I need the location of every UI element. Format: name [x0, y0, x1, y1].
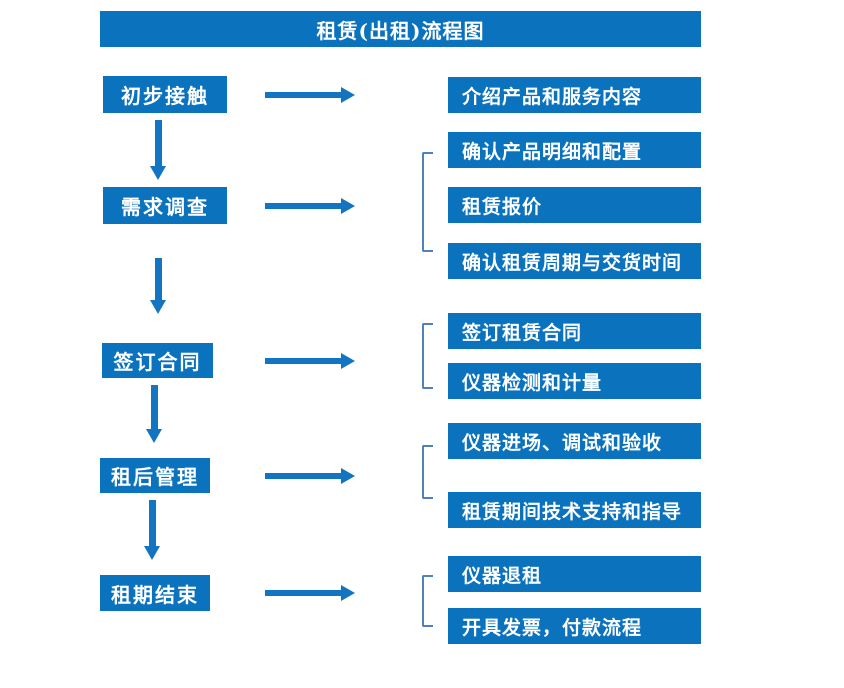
- detail-confirm-product-config: 确认产品明细和配置: [448, 132, 701, 168]
- step-demand-survey: 需求调查: [103, 187, 227, 224]
- step-sign-contract: 签订合同: [102, 343, 213, 378]
- detail-rental-quote: 租赁报价: [448, 187, 701, 223]
- arrow-down-icon: [146, 385, 162, 443]
- step-initial-contact: 初步接触: [103, 76, 227, 113]
- arrow-down-icon: [150, 120, 166, 180]
- arrow-down-icon: [144, 500, 160, 560]
- arrow-right-icon: [265, 353, 355, 369]
- detail-introduce-products: 介绍产品和服务内容: [448, 77, 701, 113]
- detail-instrument-testing: 仪器检测和计量: [448, 363, 701, 399]
- arrow-right-icon: [265, 468, 355, 484]
- detail-instrument-return: 仪器退租: [448, 556, 701, 592]
- detail-tech-support: 租赁期间技术支持和指导: [448, 492, 701, 528]
- bracket-connector: [422, 575, 433, 627]
- arrow-down-icon: [150, 258, 166, 314]
- detail-instrument-setup-acceptance: 仪器进场、调试和验收: [448, 423, 701, 459]
- chart-title: 租赁(出租)流程图: [100, 11, 701, 47]
- step-lease-end: 租期结束: [100, 575, 210, 611]
- bracket-connector: [422, 323, 433, 389]
- step-post-rental-management: 租后管理: [100, 458, 210, 493]
- arrow-right-icon: [265, 585, 355, 601]
- arrow-right-icon: [265, 87, 355, 103]
- bracket-connector: [422, 445, 433, 499]
- detail-invoice-payment: 开具发票，付款流程: [448, 608, 701, 644]
- detail-confirm-period-delivery: 确认租赁周期与交货时间: [448, 243, 701, 279]
- bracket-connector: [422, 152, 433, 252]
- arrow-right-icon: [265, 198, 355, 214]
- detail-sign-rental-contract: 签订租赁合同: [448, 313, 701, 349]
